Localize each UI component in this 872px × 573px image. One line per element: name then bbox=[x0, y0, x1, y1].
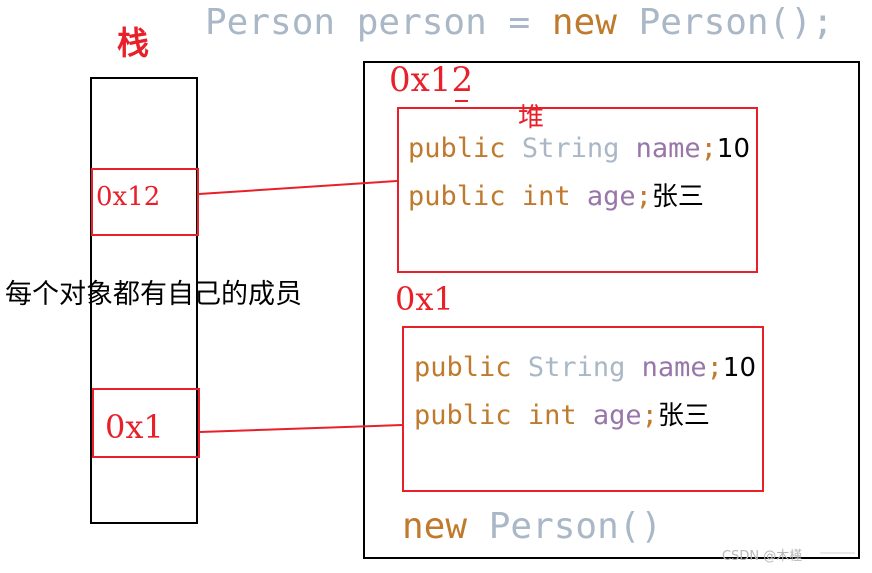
field-semicolon: ; bbox=[641, 400, 658, 431]
field-type: int bbox=[527, 400, 577, 431]
field-name: age bbox=[586, 181, 636, 212]
field-line-age: public int age;张三 bbox=[408, 176, 704, 213]
field-modifier: public bbox=[414, 400, 512, 431]
pointer-line-top bbox=[198, 180, 398, 195]
field-modifier: public bbox=[414, 352, 512, 383]
field-line-age: public int age;张三 bbox=[414, 395, 710, 432]
field-value: 10 bbox=[716, 134, 751, 164]
stack-cell-bottom-address: 0x1 bbox=[105, 408, 164, 446]
title-type-name: Person bbox=[205, 2, 336, 43]
heap-box bbox=[363, 61, 860, 559]
title-equals: = bbox=[508, 2, 531, 43]
stack-cell-bottom bbox=[92, 388, 200, 458]
field-semicolon: ; bbox=[706, 352, 723, 383]
field-line-name: public String name;10 bbox=[408, 133, 750, 164]
field-semicolon: ; bbox=[700, 133, 717, 164]
field-value: 张三 bbox=[651, 182, 704, 212]
stack-cell-top-address: 0x12 bbox=[96, 182, 161, 212]
title-new-keyword: new bbox=[551, 2, 617, 43]
title-code-line: Person person = new Person(); bbox=[205, 2, 834, 43]
title-constructor: Person(); bbox=[638, 2, 834, 43]
field-value: 张三 bbox=[657, 401, 710, 431]
field-modifier: public bbox=[408, 181, 506, 212]
field-name: name bbox=[635, 133, 701, 164]
field-name: age bbox=[592, 400, 642, 431]
field-type: String bbox=[521, 133, 620, 164]
field-value: 10 bbox=[722, 353, 757, 383]
field-semicolon: ; bbox=[635, 181, 652, 212]
field-modifier: public bbox=[408, 133, 506, 164]
watermark: CSDN @木槿 bbox=[722, 549, 803, 564]
heap-object-bottom bbox=[402, 326, 764, 492]
footer-new-keyword: new bbox=[402, 506, 468, 547]
footer-constructor: Person() bbox=[488, 506, 663, 547]
heap-object-top bbox=[397, 107, 758, 273]
heap-address-top: 0x12 bbox=[389, 60, 474, 100]
field-type: int bbox=[521, 181, 571, 212]
new-person-expression: new Person() bbox=[402, 506, 662, 547]
heap-address-bottom: 0x1 bbox=[395, 280, 454, 318]
caption: 每个对象都有自己的成员 bbox=[5, 279, 302, 310]
pointer-line-bottom bbox=[199, 424, 403, 433]
stack-cell-top bbox=[91, 168, 199, 236]
field-name: name bbox=[641, 352, 707, 383]
field-line-name: public String name;10 bbox=[414, 352, 756, 383]
field-type: String bbox=[527, 352, 626, 383]
title-var-name: person bbox=[356, 2, 487, 43]
stack-box bbox=[90, 77, 198, 524]
stack-label: 栈 bbox=[117, 24, 150, 62]
